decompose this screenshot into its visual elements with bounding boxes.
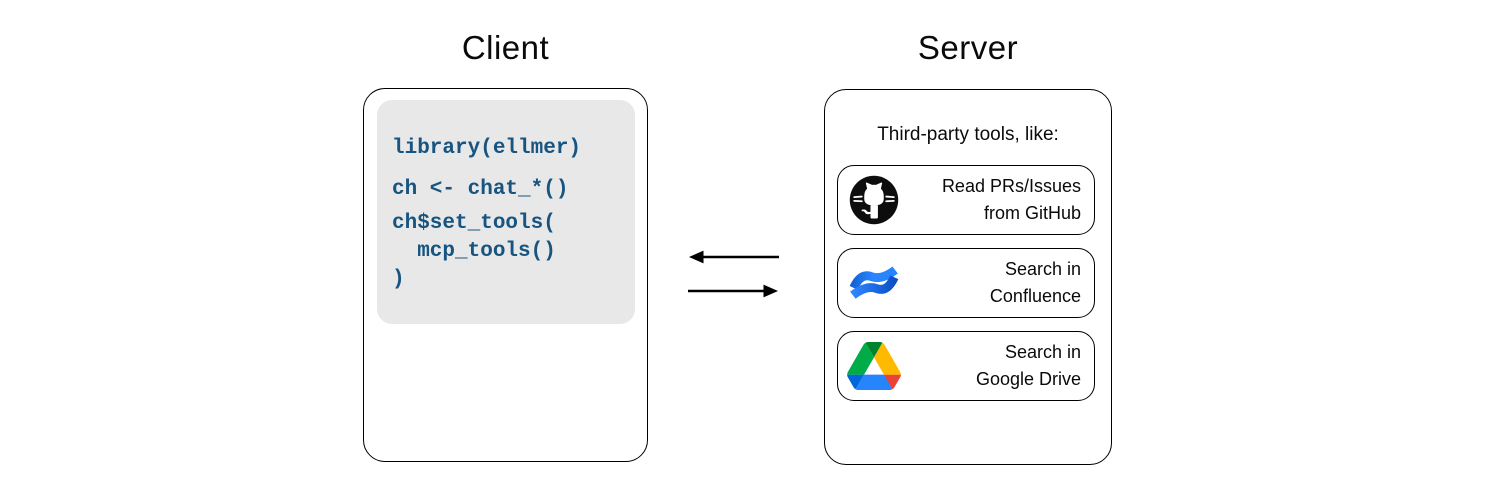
tool-label-confluence: Search in Confluence	[902, 256, 1094, 310]
tool-label-line: Confluence	[989, 286, 1081, 306]
tool-label-line: Search in	[1004, 259, 1081, 279]
client-to-server-arrow	[688, 284, 778, 298]
server-box: Third-party tools, like: Read PRs/Issues…	[824, 89, 1112, 465]
client-title: Client	[461, 29, 550, 66]
confluence-icon	[846, 257, 902, 309]
tool-label-line: from GitHub	[983, 203, 1081, 223]
server-to-client-arrow	[689, 250, 779, 264]
tool-card-github: Read PRs/Issues from GitHub	[837, 165, 1095, 235]
tool-label-line: Search in	[1004, 342, 1081, 362]
github-octocat-icon	[846, 175, 902, 225]
tool-card-confluence: Search in Confluence	[837, 248, 1095, 318]
google-drive-icon	[846, 342, 902, 390]
r-code-block: library(ellmer) ch <- chat_*() ch$set_to…	[377, 100, 635, 324]
tool-card-google-drive: Search in Google Drive	[837, 331, 1095, 401]
third-party-tools-heading: Third-party tools, like:	[877, 124, 1059, 145]
tool-label-google-drive: Search in Google Drive	[902, 339, 1094, 393]
code-line-set-tools: ch$set_tools( mcp_tools() )	[392, 212, 556, 291]
server-title: Server	[917, 29, 1019, 66]
tool-label-github: Read PRs/Issues from GitHub	[902, 173, 1094, 227]
client-box: library(ellmer) ch <- chat_*() ch$set_to…	[363, 88, 648, 462]
tool-label-line: Read PRs/Issues	[941, 176, 1081, 196]
code-line-library: library(ellmer)	[392, 137, 582, 160]
tool-label-line: Google Drive	[975, 369, 1081, 389]
code-line-chat: ch <- chat_*()	[392, 178, 569, 201]
client-server-arrows	[688, 250, 779, 298]
